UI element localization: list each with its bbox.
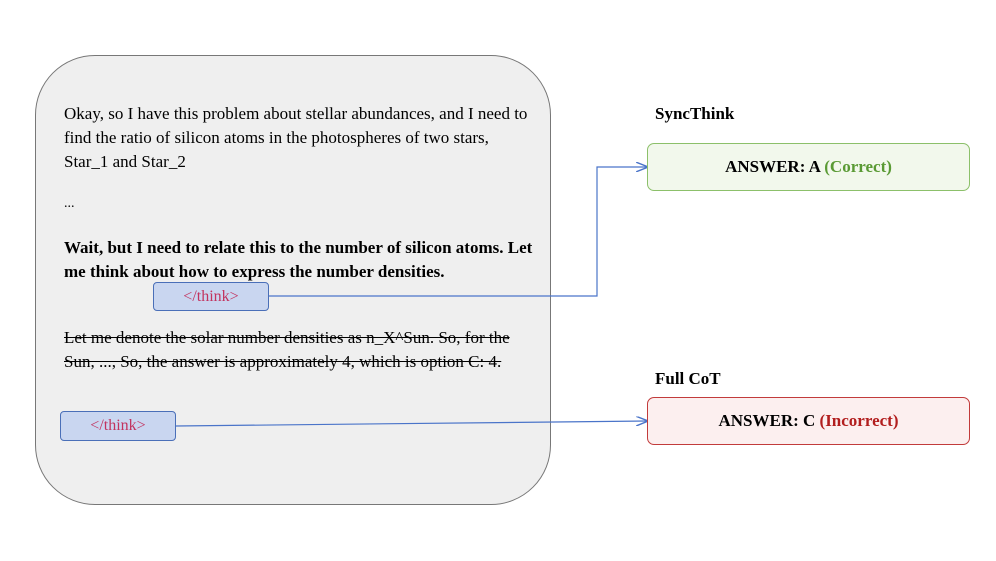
synthink-label: SyncThink <box>655 104 735 123</box>
trace-ellipsis: ... <box>64 196 75 211</box>
fullcot-label: Full CoT <box>655 369 721 388</box>
synthink-answer-box: ANSWER: A (Correct) <box>647 143 970 191</box>
trace-early-exit-text: Wait, but I need to relate this to the n… <box>64 238 533 281</box>
trace-intro-text: Okay, so I have this problem about stell… <box>64 104 528 171</box>
trace-discarded-text: Let me denote the solar number densities… <box>64 328 510 371</box>
synthink-answer: ANSWER: A <box>725 157 821 176</box>
arrow-to-synthink <box>269 167 647 297</box>
synthink-verdict: (Correct) <box>824 157 892 176</box>
fullcot-answer: ANSWER: C <box>718 411 816 430</box>
fullcot-answer-box: ANSWER: C (Incorrect) <box>647 397 970 445</box>
think-tag-late: </think> <box>60 411 176 441</box>
think-tag-early: </think> <box>153 282 269 311</box>
arrow-to-fullcot <box>175 421 647 427</box>
fullcot-verdict: (Incorrect) <box>819 411 899 430</box>
